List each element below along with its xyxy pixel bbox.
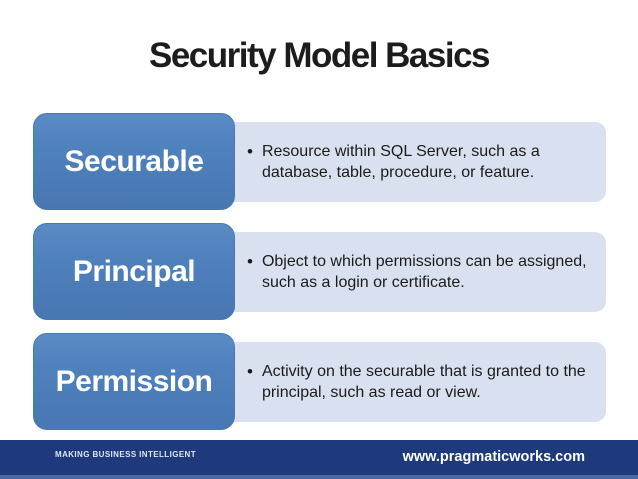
bullet-line: • Object to which permissions can be ass… [247, 251, 597, 293]
bullet-icon: • [247, 362, 253, 381]
bullet-line: • Activity on the securable that is gran… [247, 361, 597, 403]
principal-label-box: Principal [33, 223, 235, 320]
bullet-line: • Resource within SQL Server, such as a … [247, 141, 597, 183]
securable-description: Resource within SQL Server, such as a da… [261, 143, 540, 181]
permission-label: Permission [55, 364, 213, 398]
securable-label: Securable [64, 144, 204, 178]
row-securable: Securable • Resource within SQL Server, … [0, 113, 638, 210]
footer-bar [0, 440, 638, 475]
permission-description-content: • Activity on the securable that is gran… [247, 342, 599, 422]
securable-label-box: Securable [33, 113, 235, 210]
bullet-icon: • [247, 142, 253, 161]
bullet-icon: • [247, 252, 253, 271]
footer-accent-strip [0, 475, 638, 479]
footer-website-link[interactable]: www.pragmaticworks.com [402, 449, 585, 465]
principal-description: Object to which permissions can be assig… [261, 253, 587, 291]
principal-label: Principal [72, 254, 196, 288]
permission-label-box: Permission [33, 333, 235, 430]
securable-description-content: • Resource within SQL Server, such as a … [247, 122, 599, 202]
permission-description: Activity on the securable that is grante… [261, 363, 586, 401]
row-principal: Principal • Object to which permissions … [0, 223, 638, 320]
footer-tagline: MAKING BUSINESS INTELLIGENT [55, 450, 197, 459]
principal-description-content: • Object to which permissions can be ass… [247, 232, 599, 312]
slide-title: Security Model Basics [148, 36, 491, 75]
row-permission: Permission • Activity on the securable t… [0, 333, 638, 430]
